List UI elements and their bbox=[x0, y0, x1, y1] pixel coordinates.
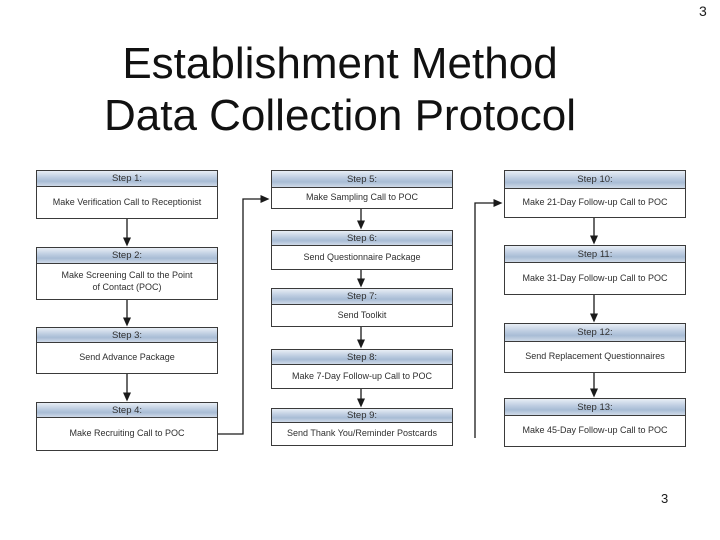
slide-title: Establishment Method Data Collection Pro… bbox=[40, 38, 640, 142]
step-8-label: Step 8: bbox=[346, 351, 378, 363]
step-3-body: Send Advance Package bbox=[36, 343, 218, 374]
step-5-body: Make Sampling Call to POC bbox=[271, 188, 453, 209]
step-6-header: Step 6: bbox=[271, 230, 453, 246]
step-4-body: Make Recruiting Call to POC bbox=[36, 418, 218, 451]
step-10-body: Make 21-Day Follow-up Call to POC bbox=[504, 189, 686, 218]
step-1-label: Step 1: bbox=[111, 173, 143, 184]
page-number-bottom: 3 bbox=[661, 491, 669, 506]
step-5-label: Step 5: bbox=[346, 173, 378, 185]
step-5-text: Make Sampling Call to POC bbox=[305, 192, 419, 203]
page-number-top: 3 bbox=[699, 3, 707, 19]
step-8-body: Make 7-Day Follow-up Call to POC bbox=[271, 365, 453, 389]
flow-step-8: Step 8: Make 7-Day Follow-up Call to POC bbox=[271, 349, 453, 389]
step-3-text: Send Advance Package bbox=[79, 352, 175, 363]
flow-step-2: Step 2: Make Screening Call to the Point… bbox=[36, 247, 218, 300]
step-10-header: Step 10: bbox=[504, 170, 686, 189]
step-13-body: Make 45-Day Follow-up Call to POC bbox=[504, 416, 686, 447]
step-7-label: Step 7: bbox=[346, 291, 378, 302]
flow-step-1: Step 1: Make Verification Call to Recept… bbox=[36, 170, 218, 219]
connector-step4-step5 bbox=[218, 195, 270, 435]
flow-step-11: Step 11: Make 31-Day Follow-up Call to P… bbox=[504, 245, 686, 295]
step-10-label: Step 10: bbox=[577, 174, 613, 185]
step-2-label: Step 2: bbox=[111, 250, 143, 261]
step-11-body: Make 31-Day Follow-up Call to POC bbox=[504, 263, 686, 295]
step-11-label: Step 11: bbox=[577, 248, 613, 260]
flow-step-3: Step 3: Send Advance Package bbox=[36, 327, 218, 374]
slide-title-line1: Establishment Method bbox=[122, 39, 558, 88]
step-1-header: Step 1: bbox=[36, 170, 218, 187]
step-13-text: Make 45-Day Follow-up Call to POC bbox=[522, 425, 668, 436]
step-2-header: Step 2: bbox=[36, 247, 218, 264]
step-6-label: Step 6: bbox=[346, 232, 378, 244]
step-7-body: Send Toolkit bbox=[271, 305, 453, 327]
flow-step-6: Step 6: Send Questionnaire Package bbox=[271, 230, 453, 270]
step-4-header: Step 4: bbox=[36, 402, 218, 418]
step-13-header: Step 13: bbox=[504, 398, 686, 416]
flow-step-5: Step 5: Make Sampling Call to POC bbox=[271, 170, 453, 209]
step-5-header: Step 5: bbox=[271, 170, 453, 188]
step-3-header: Step 3: bbox=[36, 327, 218, 343]
step-12-header: Step 12: bbox=[504, 323, 686, 342]
step-9-body: Send Thank You/Reminder Postcards bbox=[271, 423, 453, 446]
flow-step-10: Step 10: Make 21-Day Follow-up Call to P… bbox=[504, 170, 686, 218]
step-1-text: Make Verification Call to Receptionist bbox=[52, 196, 202, 207]
step-8-header: Step 8: bbox=[271, 349, 453, 365]
flow-step-13: Step 13: Make 45-Day Follow-up Call to P… bbox=[504, 398, 686, 447]
step-6-text: Send Questionnaire Package bbox=[303, 251, 421, 262]
step-9-text: Send Thank You/Reminder Postcards bbox=[287, 428, 437, 439]
step-1-body: Make Verification Call to Receptionist bbox=[36, 187, 218, 219]
flow-step-4: Step 4: Make Recruiting Call to POC bbox=[36, 402, 218, 451]
connector-step9-step10 bbox=[474, 199, 503, 438]
step-9-header: Step 9: bbox=[271, 408, 453, 423]
step-2-text: Make Screening Call to the Point of Cont… bbox=[61, 270, 193, 292]
step-12-text: Send Replacement Questionnaires bbox=[525, 351, 665, 362]
step-9-label: Step 9: bbox=[346, 410, 378, 421]
step-6-body: Send Questionnaire Package bbox=[271, 246, 453, 270]
step-2-body: Make Screening Call to the Point of Cont… bbox=[36, 264, 218, 300]
step-10-text: Make 21-Day Follow-up Call to POC bbox=[522, 197, 668, 208]
step-7-header: Step 7: bbox=[271, 288, 453, 305]
step-12-label: Step 12: bbox=[577, 327, 613, 338]
slide-title-line2: Data Collection Protocol bbox=[103, 90, 576, 140]
flow-step-12: Step 12: Send Replacement Questionnaires bbox=[504, 323, 686, 373]
step-4-label: Step 4: bbox=[111, 404, 143, 416]
step-11-header: Step 11: bbox=[504, 245, 686, 263]
step-12-body: Send Replacement Questionnaires bbox=[504, 342, 686, 373]
step-13-label: Step 13: bbox=[577, 401, 613, 413]
flow-step-7: Step 7: Send Toolkit bbox=[271, 288, 453, 327]
step-3-label: Step 3: bbox=[111, 329, 143, 341]
flow-step-9: Step 9: Send Thank You/Reminder Postcard… bbox=[271, 408, 453, 446]
step-8-text: Make 7-Day Follow-up Call to POC bbox=[291, 370, 433, 381]
step-4-text: Make Recruiting Call to POC bbox=[69, 428, 185, 439]
step-11-text: Make 31-Day Follow-up Call to POC bbox=[522, 272, 668, 283]
step-7-text: Send Toolkit bbox=[337, 309, 387, 320]
